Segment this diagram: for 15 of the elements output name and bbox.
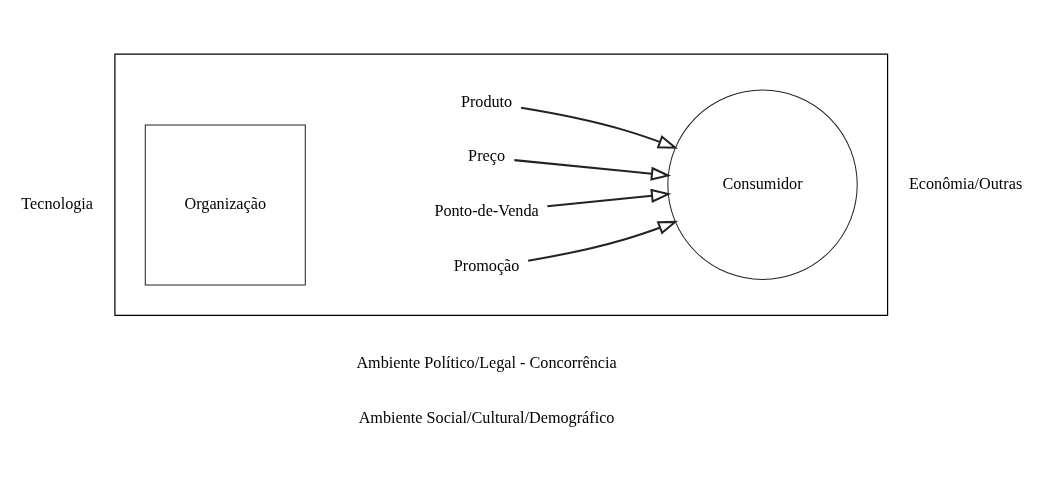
label: Tecnologia	[21, 194, 94, 213]
node-text: Promoção	[453, 256, 520, 275]
node-text: Preço	[468, 146, 505, 165]
arrow	[520, 106, 679, 149]
cluster	[114, 53, 889, 316]
node-text: Produto	[460, 92, 513, 111]
arrow	[547, 188, 672, 207]
node-text: Ponto-de-Venda	[434, 201, 539, 220]
label: Econômia/Outras	[908, 174, 1023, 193]
arrow	[527, 220, 679, 262]
arrow	[514, 158, 672, 181]
node-circle: Consumidor	[667, 89, 858, 280]
label: Ambiente Social/Cultural/Demográfico	[358, 408, 615, 427]
node-box: Organização	[144, 124, 306, 286]
label: Ambiente Político/Legal - Concorrência	[356, 353, 617, 372]
